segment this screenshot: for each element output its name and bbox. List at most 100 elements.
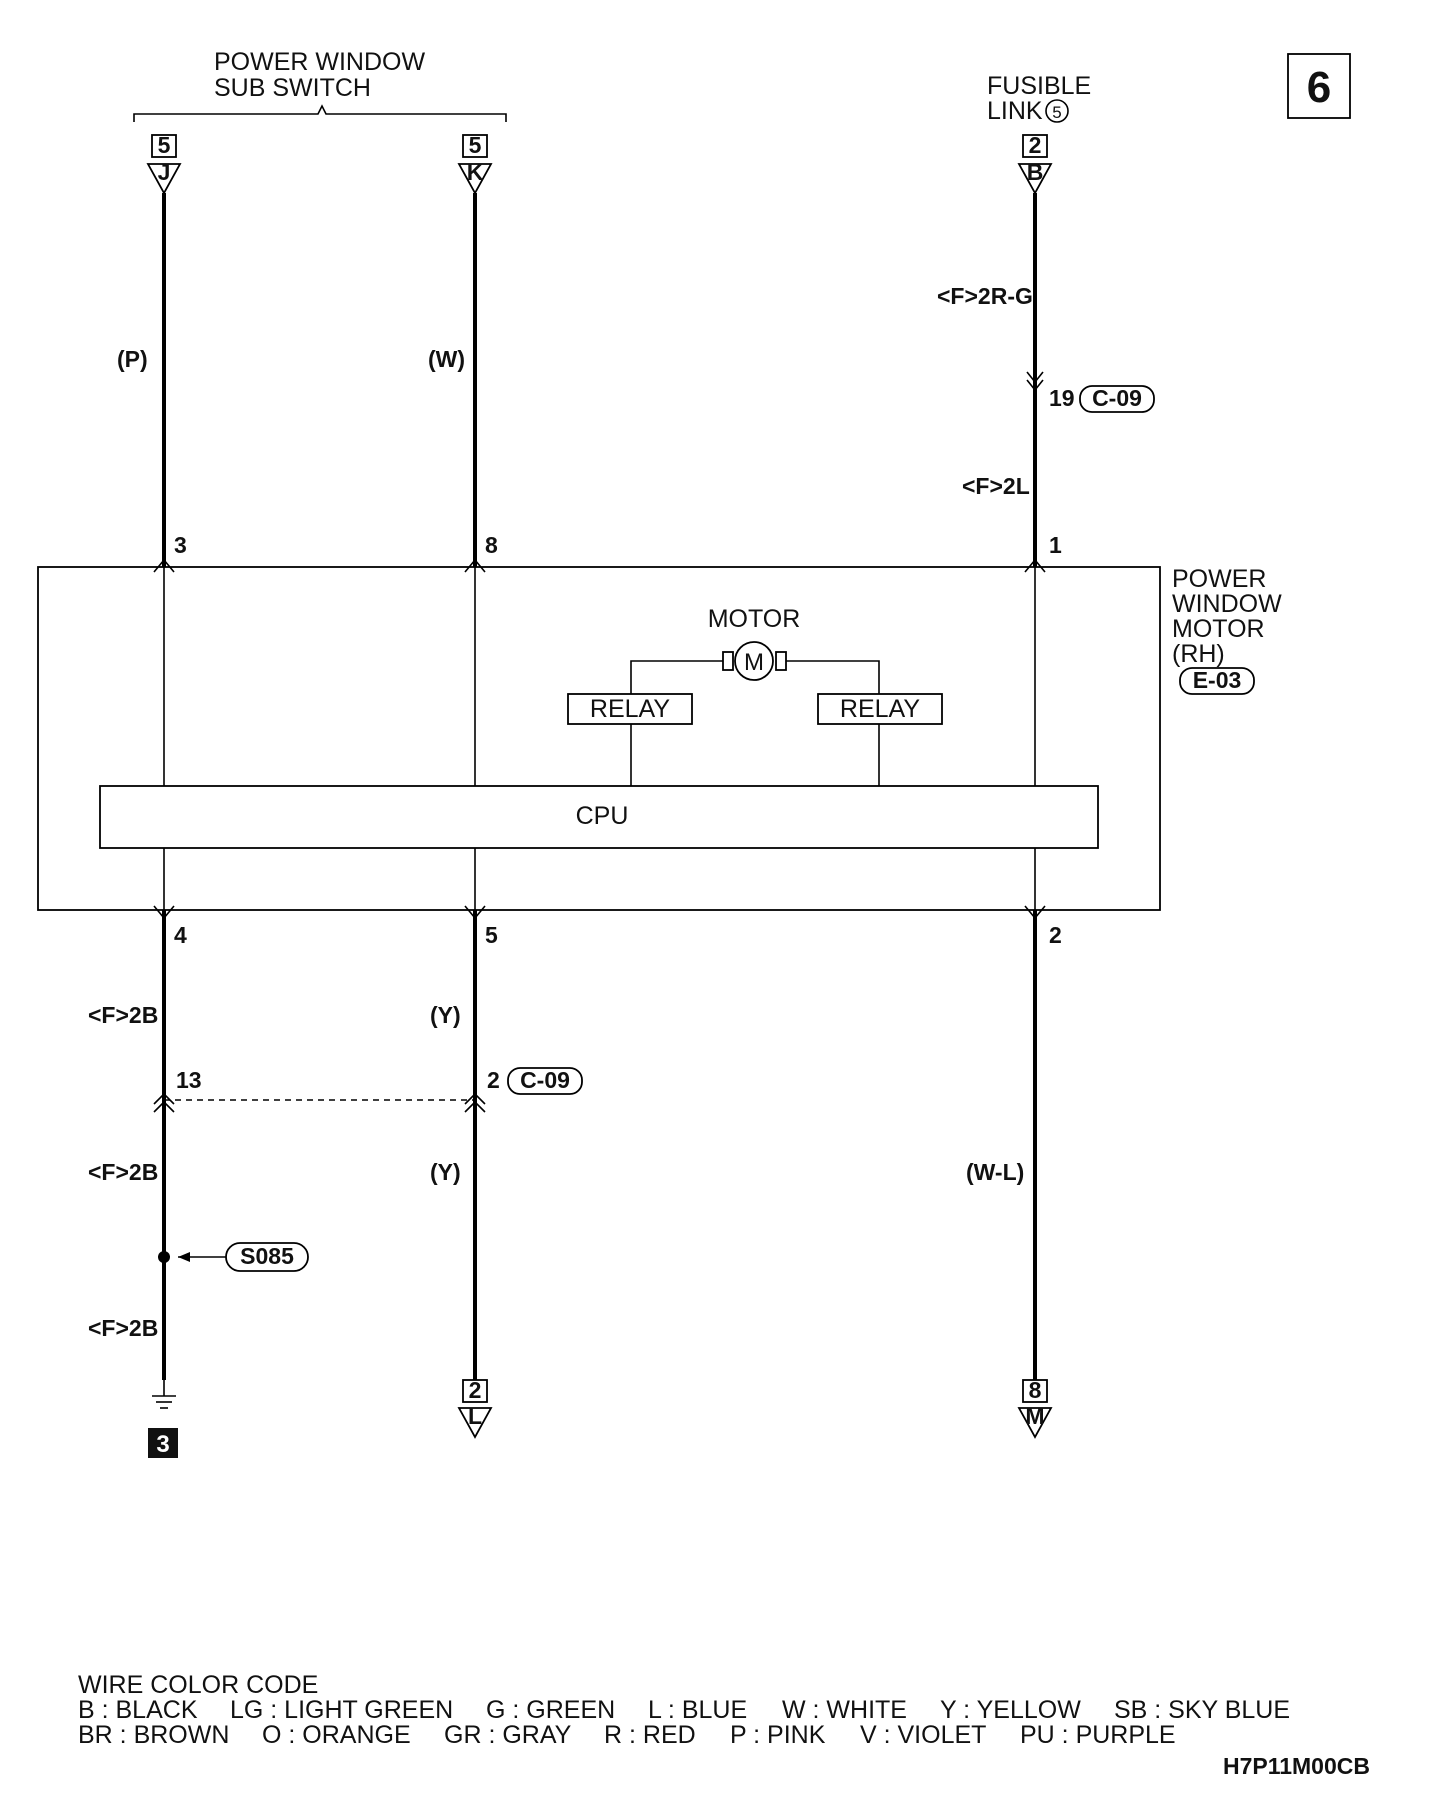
motor-symbol [734,641,774,681]
page-number-box: 6 [1287,53,1351,119]
pin-top-left: 3 [174,532,187,558]
connector-top-mid: 5 K [457,132,493,195]
motor-brush-right [775,651,787,671]
legend-row2-item: P : PINK [730,1721,826,1749]
pin-bot-left: 4 [174,922,187,948]
relay-right-box [817,693,943,725]
connector-bottom-right-pin: M [1025,1403,1044,1429]
connector-top-mid-box: 5 [469,132,482,158]
legend-row1-item: W : WHITE [782,1696,907,1724]
legend-row1-item: G : GREEN [486,1696,615,1724]
splice-dot [158,1251,170,1263]
ground-ref-badge: 3 [148,1428,178,1458]
cpu-label: CPU [576,802,629,830]
c09-mid-pin: 2 [487,1067,500,1093]
c09-lower-tag [507,1067,583,1095]
e03-tag [1179,667,1255,695]
fusible-link-line2: LINK [987,97,1043,125]
pin-top-right: 1 [1049,532,1062,558]
motor-brush-left [722,651,734,671]
connector-top-mid-pin: K [467,159,484,185]
motor-circuit-line [630,660,880,695]
sub-switch-title-line1: POWER WINDOW [214,48,425,76]
c09-top-tag: C-09 [1079,385,1155,413]
fusible-link-line1: FUSIBLE [987,72,1091,100]
c09-lower-label: C-09 [520,1067,570,1093]
c09-left-pin: 13 [176,1067,202,1093]
wire-color-legend: WIRE COLOR CODE B : BLACK LG : LIGHT GRE… [78,1671,1290,1749]
relay-left-label: RELAY [590,695,670,723]
legend-row2-item: O : ORANGE [262,1721,411,1749]
legend-row1-item: LG : LIGHT GREEN [230,1696,453,1724]
connector-top-right-box: 2 [1029,132,1042,158]
motor-unit-box [37,566,1161,911]
pin-top-mid: 8 [485,532,498,558]
motor-unit-line2: WINDOW [1172,590,1282,618]
c09-top-marker [1026,371,1044,392]
pin-top-left-marker [153,558,175,573]
fusible-link-circle [1045,99,1069,123]
wire-lower-left-code2: <F>2B [88,1159,158,1185]
legend-row2-item: V : VIOLET [860,1721,986,1749]
legend-row2-item: PU : PURPLE [1020,1721,1176,1749]
fusible-link-header: FUSIBLE LINK 5 [987,72,1091,125]
pin-top-right-marker [1024,558,1046,573]
fusible-link-number: 5 [1052,103,1061,122]
diagram-code: H7P11M00CB [1223,1753,1370,1779]
wire-upper-right-code1: <F>2R-G [937,283,1033,309]
connector-top-left: 5 J [146,132,182,195]
c09-mid-marker [464,1092,486,1113]
c09-top-label: C-09 [1092,385,1142,411]
connector-bottom-mid-pin: L [468,1403,482,1429]
connector-bottom-right-box: 8 [1029,1377,1042,1403]
ground-ref-number: 3 [156,1431,169,1458]
cpu-box [99,785,1099,849]
splice-label: S085 [240,1243,294,1269]
ground-symbol [152,1380,176,1409]
legend-row1-item: SB : SKY BLUE [1114,1696,1290,1724]
page-number: 6 [1307,63,1331,112]
c09-left-marker [153,1092,175,1113]
connector-bottom-right: 8 M [1017,1377,1053,1439]
connector-top-right-pin: B [1027,159,1044,185]
legend-row1-item: B : BLACK [78,1696,198,1724]
legend-row2-item: R : RED [604,1721,696,1749]
sub-switch-header: POWER WINDOW SUB SWITCH [133,48,507,122]
connector-bottom-mid-box: 2 [469,1377,482,1403]
legend-row1-item: Y : YELLOW [940,1696,1081,1724]
connector-top-right: 2 B [1017,132,1053,195]
connector-top-right-triangle [1017,163,1053,195]
sub-switch-brace [133,104,507,122]
motor-unit-line1: POWER [1172,565,1266,593]
wire-upper-right-code2: <F>2L [962,473,1030,499]
pin-bot-right: 2 [1049,922,1062,948]
wire-lower-left-code3: <F>2B [88,1315,158,1341]
relay-left-box [567,693,693,725]
connector-top-left-triangle [146,163,182,195]
pin-bot-mid: 5 [485,922,498,948]
legend-row2-item: GR : GRAY [444,1721,572,1749]
connector-bottom-mid: 2 L [457,1377,493,1439]
wire-lower-left-code1: <F>2B [88,1002,158,1028]
wire-lower-mid-color1: (Y) [430,1002,461,1028]
legend-title: WIRE COLOR CODE [78,1671,318,1699]
legend-row2-item: BR : BROWN [78,1721,229,1749]
motor-unit-line4: (RH) [1172,640,1225,668]
legend-row1-item: L : BLUE [648,1696,747,1724]
c09-top-pin: 19 [1049,385,1075,411]
splice-tag [225,1242,309,1272]
wire-upper-left-color: (P) [117,346,148,372]
connector-top-left-pin: J [158,159,171,185]
motor-label: MOTOR [708,605,801,633]
motor-unit-line3: MOTOR [1172,615,1265,643]
e03-label: E-03 [1193,667,1242,693]
wire-lower-mid-color2: (Y) [430,1159,461,1185]
connector-top-mid-triangle [457,163,493,195]
wire-lower-right-color: (W-L) [966,1159,1024,1185]
connector-top-left-box: 5 [158,132,171,158]
splice-arrowhead [178,1252,190,1262]
sub-switch-title-line2: SUB SWITCH [214,74,371,102]
relay-right-label: RELAY [840,695,920,723]
